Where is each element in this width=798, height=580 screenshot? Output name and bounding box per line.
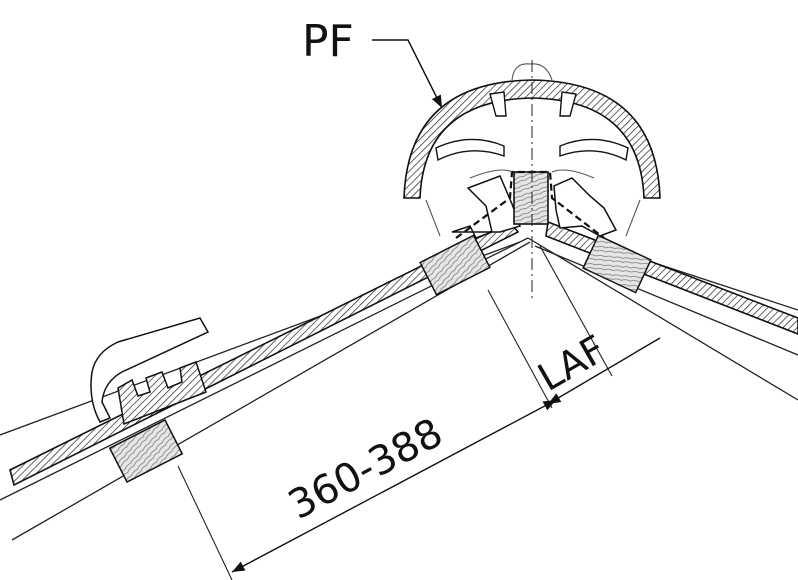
left-lower-batten xyxy=(108,418,184,484)
ridge-cap-ribs xyxy=(435,91,629,162)
dimension-extension-lines xyxy=(177,245,613,580)
ridge-cap-top-outline xyxy=(511,63,553,81)
ridge-cap-side-outlines xyxy=(425,169,641,237)
ridge-cap-label: PF xyxy=(302,16,354,67)
ridge-cap-leader-line xyxy=(372,39,443,109)
right-upper-batten xyxy=(582,234,652,294)
ridge-cap-arch xyxy=(403,79,661,199)
ridge-clips xyxy=(451,175,618,239)
left-upper-batten xyxy=(419,234,491,296)
lower-tile-nose xyxy=(90,317,210,426)
length-dimension-line xyxy=(231,399,557,573)
ridge-membrane xyxy=(455,170,605,239)
ridge-timber xyxy=(513,171,549,225)
right-roof-tile xyxy=(545,220,798,335)
laf-dimension-line xyxy=(547,337,661,405)
laf-dimension-label: LAF xyxy=(531,327,614,400)
